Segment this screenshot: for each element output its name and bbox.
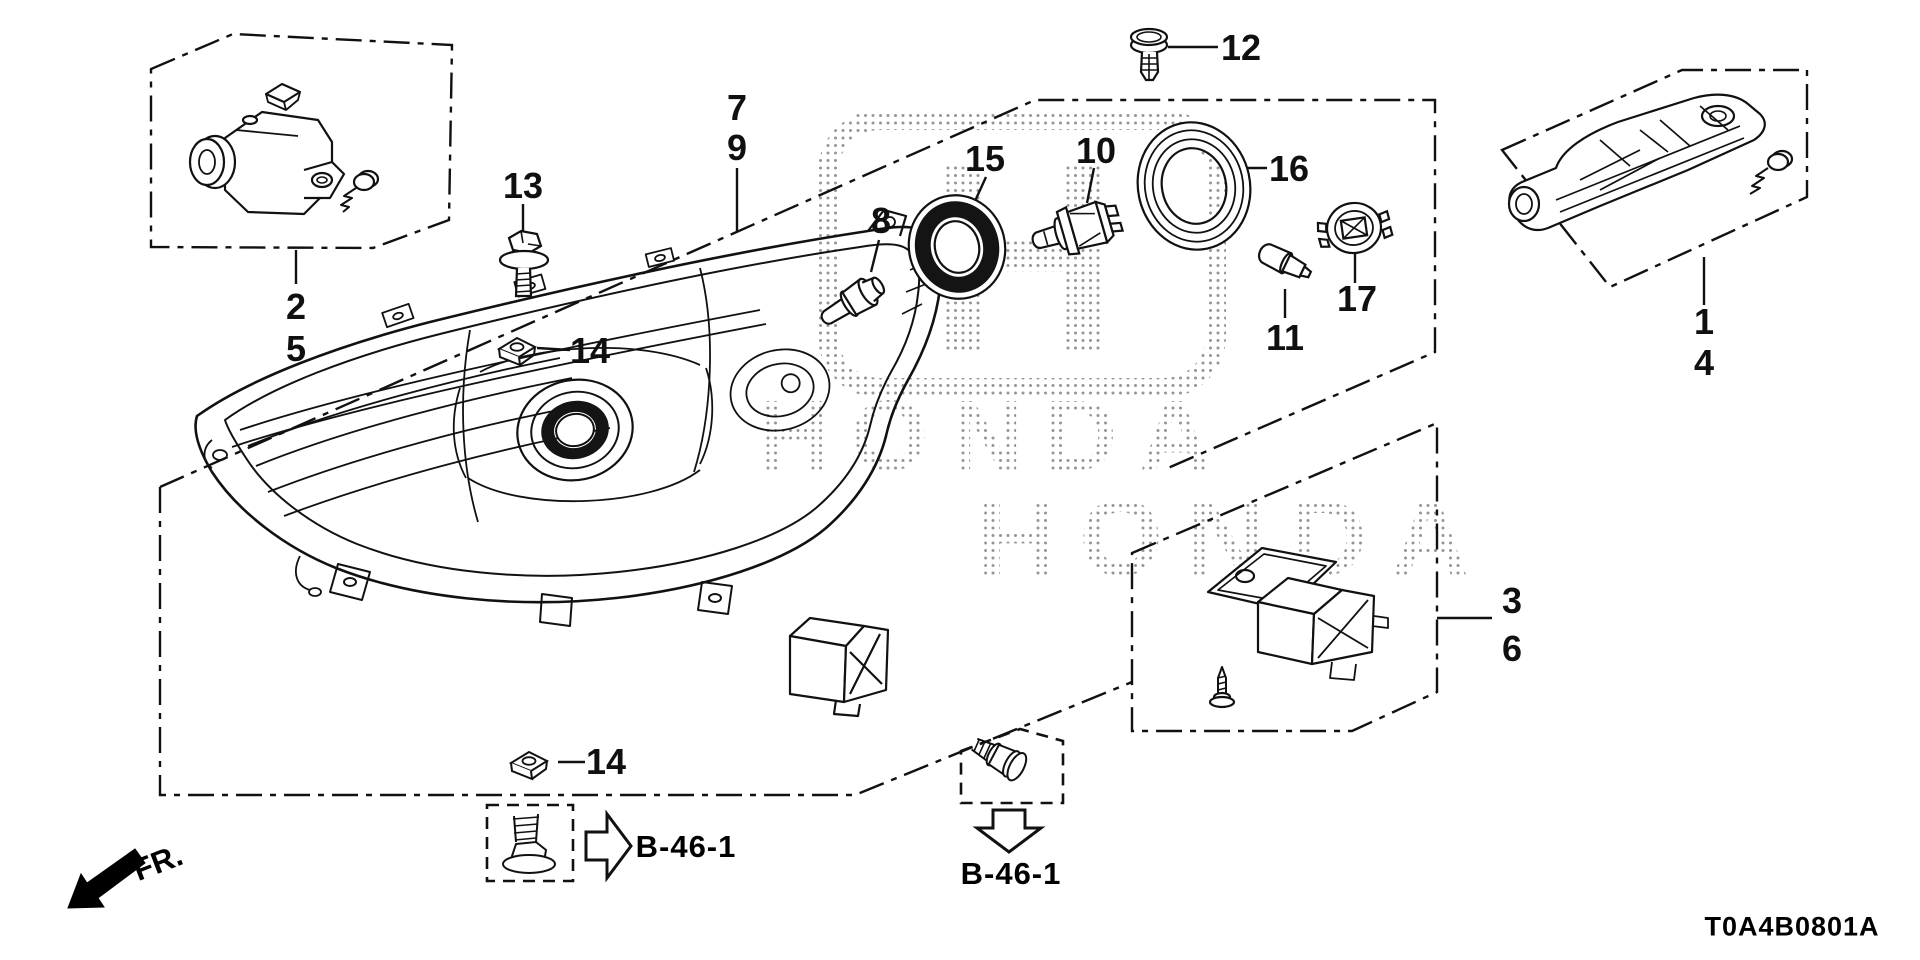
callout-7: 7 (726, 87, 748, 128)
part-3-bracket-drawing (1206, 546, 1389, 709)
part-8-bulb-drawing (820, 276, 886, 325)
fr-direction-arrow-icon (67, 848, 146, 909)
callout-9: 9 (726, 127, 748, 168)
part-16-ring-drawing (1136, 121, 1252, 251)
part-14-clip-bottom-drawing (510, 751, 548, 780)
part-10-bulb-drawing (1031, 200, 1125, 256)
part-2-bracket-drawing (188, 82, 380, 216)
callout-12: 12 (1220, 27, 1262, 68)
part-13-bolt-drawing (498, 229, 550, 298)
callout-4: 4 (1693, 342, 1715, 383)
callout-15: 15 (964, 138, 1006, 179)
leader-10 (1085, 167, 1096, 204)
part-11-bulb-drawing (1258, 243, 1313, 279)
callout-3: 3 (1501, 580, 1523, 621)
watermark-wordmark: HONDA (757, 380, 1234, 492)
ref-box-bottom (959, 727, 1065, 805)
main-assembly-box-bottom (158, 487, 1133, 797)
group-box-2-5 (149, 32, 454, 250)
headlight-assembly-drawing (194, 208, 943, 718)
ref-bolt-bottom-drawing (971, 737, 1028, 782)
callout-5: 5 (285, 328, 307, 369)
part-12-clip-drawing (1129, 27, 1169, 82)
callout-16: 16 (1268, 148, 1310, 189)
ref-label-b46-1-bottom: B-46-1 (960, 856, 1062, 891)
part-17-socket-drawing (1316, 201, 1394, 255)
ref-arrow-down-icon (972, 808, 1046, 854)
callout-1: 1 (1693, 301, 1715, 342)
callout-11: 11 (1265, 317, 1305, 358)
callout-13: 13 (502, 165, 544, 206)
part-15-seal-drawing (907, 194, 1007, 300)
part-1-bracket-drawing (1507, 93, 1794, 232)
callout-14-top: 14 (569, 330, 611, 371)
callout-8: 8 (870, 200, 892, 241)
callout-14-bottom: 14 (585, 741, 627, 782)
callout-6: 6 (1501, 628, 1523, 669)
main-assembly-box-top (159, 98, 1437, 489)
ref-arrow-right-icon (584, 809, 633, 883)
watermark-wordmark-2: HONDA (977, 477, 1493, 598)
honda-watermark: H HONDA HONDA (757, 106, 1493, 598)
ref-label-b46-1-left: B-46-1 (635, 829, 737, 864)
ref-bolt-left-drawing (502, 813, 556, 874)
callout-2: 2 (285, 286, 307, 327)
ref-box-left (485, 803, 575, 883)
diagram-code: T0A4B0801A (1704, 911, 1880, 942)
group-box-3-6 (1130, 421, 1439, 733)
group-box-1-4 (1500, 68, 1809, 289)
callout-17: 17 (1336, 278, 1378, 319)
callout-10: 10 (1075, 130, 1117, 171)
